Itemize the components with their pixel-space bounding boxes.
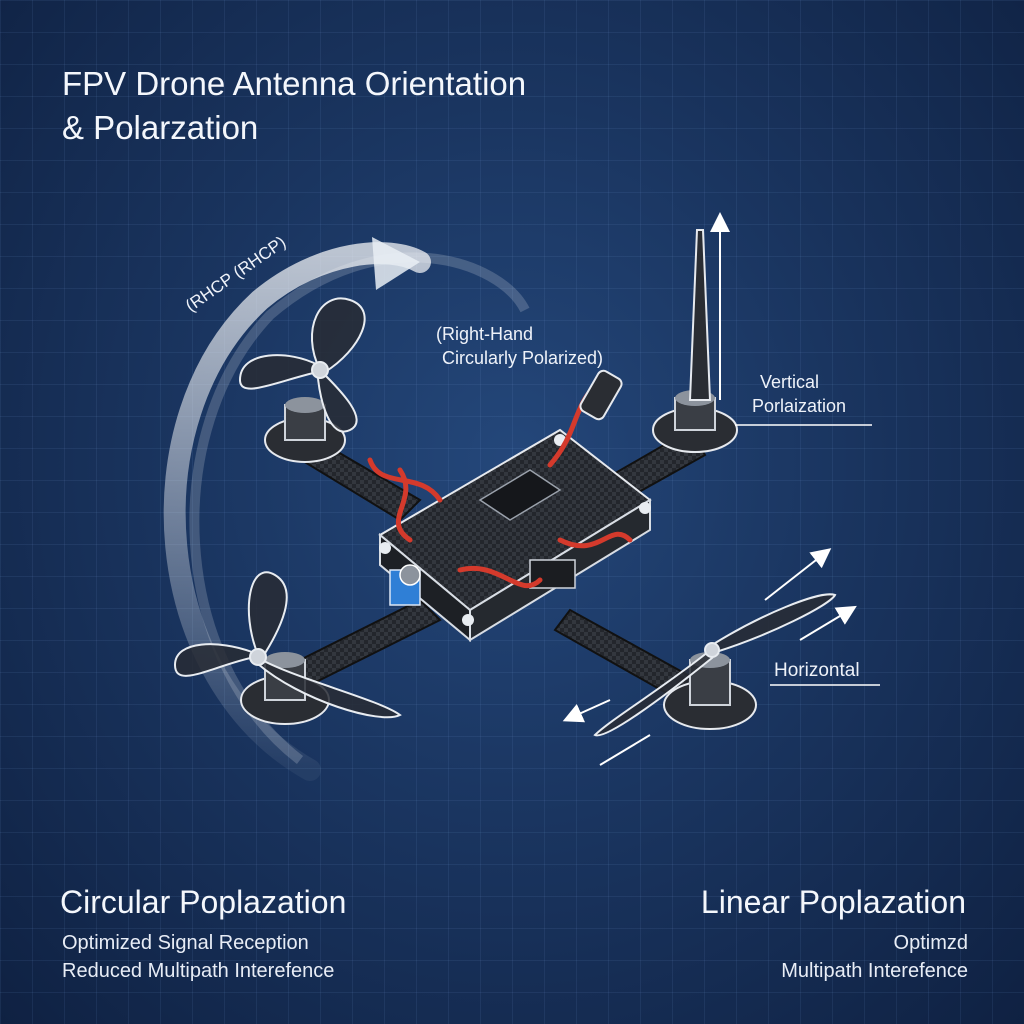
title-line-1: FPV Drone Antenna Orientation bbox=[62, 65, 527, 102]
vertical-line-1: Vertical bbox=[760, 372, 820, 392]
rhcp-desc-line-1: (Right-Hand bbox=[436, 324, 534, 344]
horizontal-polarization-label: Horizontal bbox=[774, 660, 860, 681]
circular-description: Optimized Signal Reception Reduced Multi… bbox=[62, 929, 334, 985]
antenna-icon bbox=[688, 212, 872, 426]
vertical-polarization-label: Vertical Porlaization bbox=[752, 370, 846, 418]
circular-line-1: Optimized Signal Reception bbox=[62, 932, 309, 954]
wiring bbox=[367, 377, 633, 589]
circular-heading: Circular Poplazation bbox=[60, 884, 347, 920]
arrow-icon bbox=[562, 548, 880, 766]
rhcp-description: (Right-Hand Circularly Polarized) bbox=[436, 322, 603, 370]
title-line-2: & Polarzation bbox=[62, 109, 259, 146]
rhcp-antenna-icon bbox=[579, 369, 623, 421]
rhcp-desc-line-2: Circularly Polarized) bbox=[442, 348, 604, 368]
linear-line-2: Multipath Interefence bbox=[781, 960, 968, 982]
circular-line-2: Reduced Multipath Interefence bbox=[62, 960, 335, 982]
linear-description: Optimzd Multipath Interefence bbox=[781, 929, 968, 985]
page-title: FPV Drone Antenna Orientation & Polarzat… bbox=[62, 62, 526, 150]
propeller-icon bbox=[173, 297, 837, 737]
linear-heading: Linear Poplazation bbox=[700, 884, 966, 920]
vertical-line-2: Porlaization bbox=[752, 396, 847, 416]
drone-icon bbox=[378, 428, 652, 643]
linear-line-1: Optimzd bbox=[893, 932, 968, 954]
